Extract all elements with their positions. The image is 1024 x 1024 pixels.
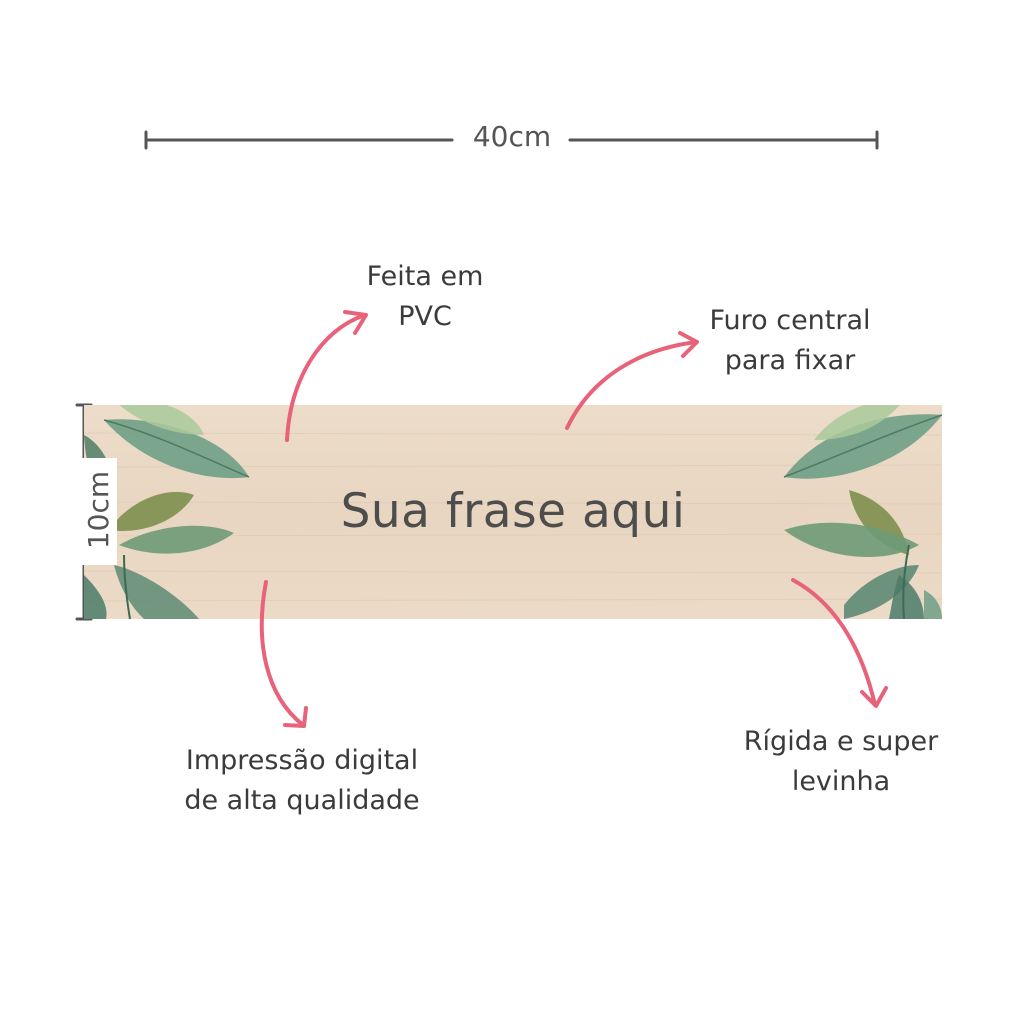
callout-print-line1: Impressão digital [185, 745, 419, 776]
height-label-backdrop [80, 458, 117, 565]
arrow-material-head [343, 310, 368, 335]
arrow-material [285, 313, 367, 442]
arrow-print-head [283, 706, 308, 728]
right-leaf-cluster [783, 405, 942, 619]
callout-print: Impressão digital de alta qualidade [152, 741, 452, 821]
callout-material-line1: Feita em [366, 261, 484, 292]
callout-hole-line2: para fixar [724, 345, 856, 376]
arrow-rigid-head [860, 686, 888, 708]
arrow-hole [565, 340, 698, 430]
plaque-phrase: Sua frase aqui [340, 484, 686, 539]
arrow-rigid [791, 578, 877, 707]
wood-grain [84, 405, 942, 619]
callout-rigid-line1: Rígida e super [743, 726, 939, 757]
callout-rigid-line2: levinha [791, 766, 891, 797]
callout-hole-line1: Furo central [709, 305, 871, 336]
callout-hole: Furo central para fixar [690, 301, 890, 381]
callout-material-line2: PVC [398, 301, 452, 332]
callout-rigid: Rígida e super levinha [721, 722, 961, 802]
width-dimension-label: 40cm [472, 120, 552, 153]
callout-print-line2: de alta qualidade [184, 785, 420, 816]
callout-material: Feita em PVC [345, 257, 505, 337]
arrow-hole-head [678, 331, 699, 358]
arrow-print [259, 580, 305, 727]
